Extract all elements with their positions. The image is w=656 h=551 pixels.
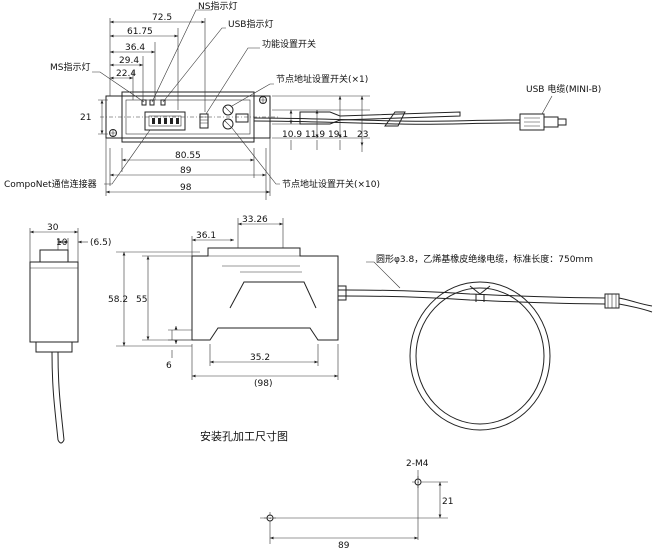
front-cable (345, 289, 606, 299)
hole-label: 2-M4 (406, 459, 429, 469)
dim-55: 55 (136, 295, 147, 305)
label-node-switch-x1: 节点地址设置开关(×1) (276, 73, 368, 85)
label-node-switch-x10: 节点地址设置开关(×10) (282, 178, 380, 190)
function-switch (199, 113, 209, 129)
dim-10-9: 10.9 (282, 130, 302, 140)
dim-22-4: 22.4 (116, 69, 136, 79)
mounting-title: 安装孔加工尺寸图 (200, 429, 288, 443)
dim-33-26: 33.26 (242, 215, 268, 225)
side-view: 30 10 (6.5) (29, 223, 111, 444)
dim-29-4: 29.4 (119, 56, 139, 66)
dim-61-75: 61.75 (127, 27, 153, 37)
front-view: 33.26 36.1 58.2 55 6 35.2 (98) 圆形φ3.8，乙烯… (108, 215, 653, 431)
dim-89-mount: 89 (338, 541, 350, 551)
cable-coil (409, 281, 551, 431)
label-function-switch: 功能设置开关 (262, 38, 316, 50)
label-usb-led: USB指示灯 (228, 18, 273, 30)
usb-led (160, 99, 166, 106)
usb-cable (253, 117, 521, 122)
node-switch-x10 (222, 118, 234, 130)
dim-10: 10 (56, 238, 68, 248)
dim-98-top: 98 (180, 183, 192, 193)
dim-21-top: 21 (80, 113, 91, 123)
dim-23: 23 (357, 130, 368, 140)
dim-80-55: 80.55 (175, 151, 201, 161)
label-usb-cable: USB 电缆(MINI-B) (526, 83, 601, 95)
dim-36-4: 36.4 (125, 43, 145, 53)
dim-21-mount: 21 (442, 497, 453, 507)
dim-6: 6 (166, 361, 172, 371)
side-body (29, 261, 79, 343)
dim-11-9: 11.9 (305, 130, 325, 140)
dim-89-top: 89 (180, 166, 192, 176)
label-ms-led: MS指示灯 (50, 61, 90, 73)
dim-19-1: 19.1 (328, 130, 348, 140)
mounting-view: 安装孔加工尺寸图 2-M4 21 89 (200, 429, 453, 551)
node-switch-x1 (222, 104, 234, 116)
side-cable (51, 351, 59, 441)
dim-58-2: 58.2 (108, 295, 128, 305)
top-view: 72.5 61.75 36.4 29.4 22.4 21 80.55 89 98… (4, 0, 601, 200)
cable-note: 圆形φ3.8，乙烯基橡皮绝缘电缆，标准长度：750mm (376, 253, 593, 265)
dim-36-1: 36.1 (196, 231, 216, 241)
componet-connector (144, 111, 186, 131)
front-body (191, 247, 339, 341)
dim-98-paren: (98) (254, 379, 272, 389)
label-componet-connector: CompoNet通信连接器 (4, 178, 97, 190)
dim-72-5: 72.5 (152, 13, 172, 23)
dim-6-5: (6.5) (90, 238, 111, 248)
label-ns-led: NS指示灯 (198, 0, 237, 12)
dim-35-2: 35.2 (250, 353, 270, 363)
ns-led (149, 99, 155, 106)
ms-led (141, 99, 147, 106)
dim-30: 30 (47, 223, 59, 233)
